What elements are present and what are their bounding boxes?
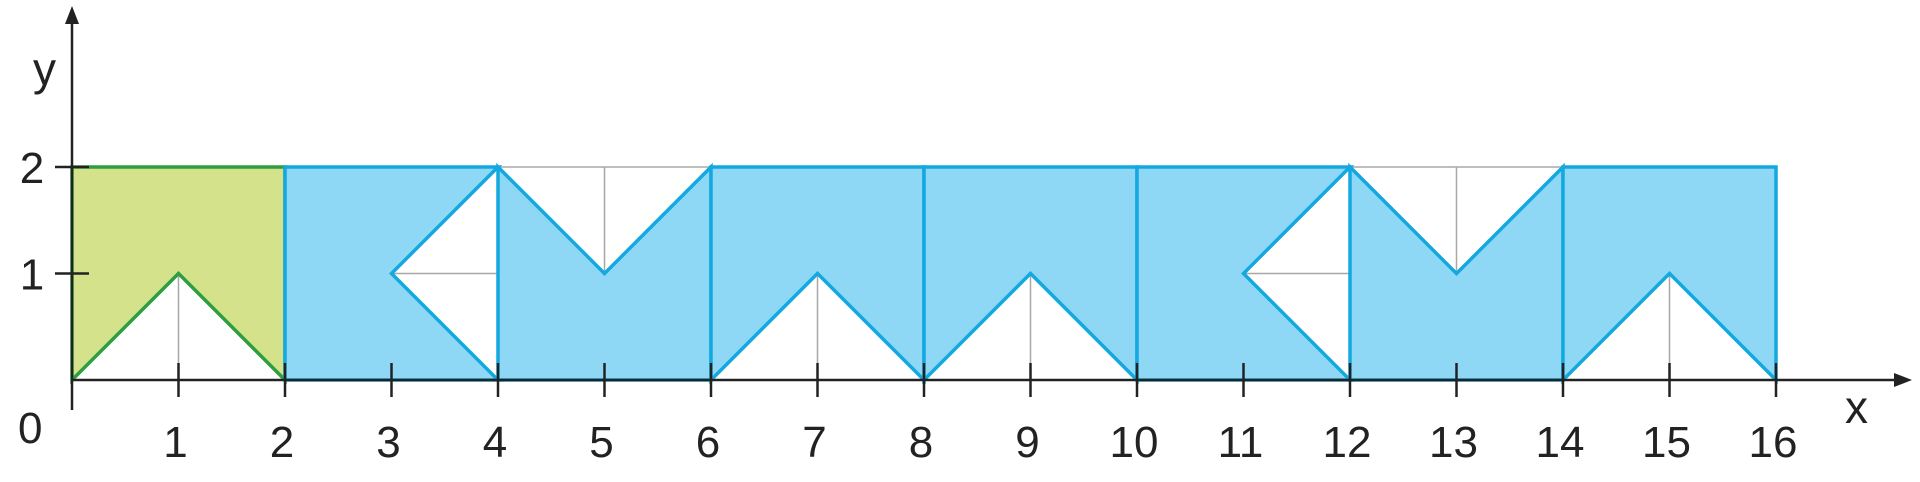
shape-blue-8 <box>1561 165 1778 385</box>
x-axis-arrow-icon <box>1894 373 1912 387</box>
x-tick-label: 10 <box>1110 418 1159 467</box>
x-tick-label: 3 <box>376 418 400 467</box>
x-tick-label: 9 <box>1015 418 1039 467</box>
y-axis-arrow-icon <box>65 6 79 24</box>
x-tick-label: 7 <box>802 418 826 467</box>
x-tick-label: 11 <box>1218 418 1264 467</box>
x-tick-label: 15 <box>1642 418 1691 467</box>
x-tick-label: 14 <box>1536 418 1585 467</box>
x-tick-label: 5 <box>589 418 613 467</box>
y-tick-label: 2 <box>20 144 44 193</box>
x-tick-label: 6 <box>696 418 720 467</box>
x-tick-label: 12 <box>1323 418 1372 467</box>
x-tick-label: 1 <box>163 418 187 467</box>
x-tick-label: 8 <box>909 418 933 467</box>
origin-label: 0 <box>18 404 42 453</box>
x-axis-label: x <box>1845 381 1868 433</box>
ticks <box>55 165 1778 397</box>
y-tick-label: 1 <box>20 251 44 300</box>
x-tick-label: 13 <box>1429 418 1478 467</box>
axes <box>65 6 1912 410</box>
x-tick-label: 16 <box>1749 418 1798 467</box>
x-tick-label: 2 <box>270 418 294 467</box>
x-tick-label: 4 <box>483 418 507 467</box>
shapes <box>70 162 1778 385</box>
y-axis-label: y <box>33 43 56 95</box>
